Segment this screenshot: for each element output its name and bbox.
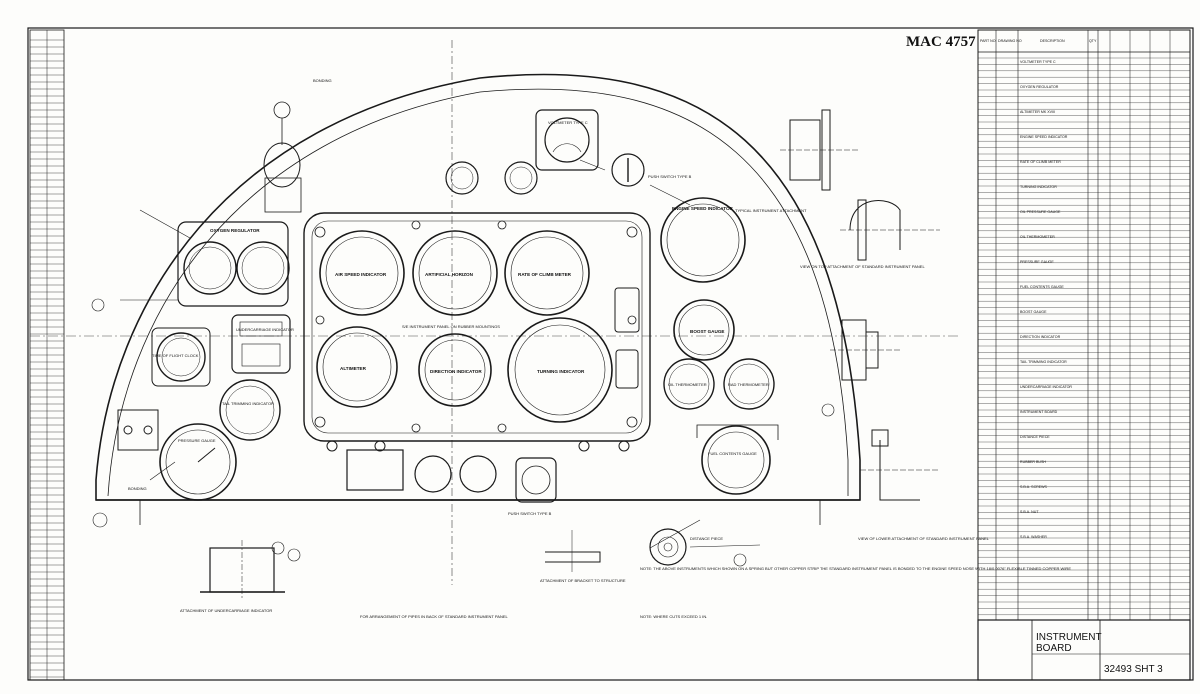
- engine-speed-indicator-dial: [660, 197, 746, 283]
- undercarriage-indicator: [231, 314, 291, 374]
- parts-row-description: DISTANCE PIECE: [1020, 435, 1050, 439]
- blind-flying-panel-outline: [303, 212, 651, 442]
- time-of-flight-clock: [151, 327, 211, 387]
- boost-gauge-dial: [673, 299, 735, 361]
- distance-piece-detail: [649, 528, 687, 566]
- panel-mounting-screws: [314, 220, 638, 433]
- label-oxygen-regulator: OXYGEN REGULATOR: [210, 228, 260, 233]
- label-voltmeter: VOLTMETER TYPE C: [548, 120, 588, 125]
- parts-list-table: [977, 29, 1191, 621]
- top-attachment-section: [840, 199, 940, 261]
- leader-lines: [91, 159, 835, 567]
- parts-row-description: PRESSURE GAUGE: [1020, 260, 1054, 264]
- drawing-frame: [27, 27, 1194, 681]
- label-direction: DIRECTION INDICATOR: [430, 369, 482, 374]
- label-tail-trimming: TAIL TRIMMING INDICATOR: [222, 401, 274, 406]
- parts-col-description: DESCRIPTION: [1040, 39, 1065, 43]
- label-bonding-top: BONDING: [313, 78, 332, 83]
- parts-row-description: S.B.A. NUT: [1020, 510, 1039, 514]
- parts-col-qty: QTY: [1089, 39, 1097, 43]
- label-undercarriage: UNDERCARRIAGE INDICATOR: [236, 327, 294, 332]
- oil-thermometer-dial: [663, 358, 715, 410]
- note-main: NOTE: THE ABOVE INSTRUMENTS WHICH SHOWN …: [640, 566, 1071, 571]
- turning-indicator-dial: [507, 317, 613, 423]
- lower-attachment-section: [860, 429, 940, 501]
- instrument-board-outline: [30, 40, 960, 585]
- label-air-speed: AIR SPEED INDICATOR: [335, 272, 387, 277]
- parts-row-description: RATE OF CLIMB METER: [1020, 160, 1061, 164]
- tail-trimming-indicator: [219, 379, 281, 441]
- parts-row-description: ENGINE SPEED INDICATOR: [1020, 135, 1068, 139]
- label-push-switch-right: PUSH SWITCH TYPE B: [648, 174, 692, 179]
- label-oil-thermometer: OIL THERMOMETER: [668, 382, 707, 387]
- rubber-mounting-section: [830, 319, 900, 381]
- label-pressure-gauge: PRESSURE GAUGE: [178, 438, 216, 443]
- parts-row-description: FUEL CONTENTS GAUGE: [1020, 285, 1064, 289]
- rate-of-climb-dial: [504, 230, 590, 316]
- rad-thermometer-dial: [723, 358, 775, 410]
- label-engine-speed: ENGINE SPEED INDICATOR: [672, 206, 734, 211]
- fuel-cock-handle: [263, 101, 302, 213]
- parts-row-description: VOLTMETER TYPE C: [1020, 60, 1056, 64]
- caption-view-lower: VIEW OF LOWER ATTACHMENT OF STANDARD INS…: [858, 536, 990, 541]
- air-speed-indicator-dial: [319, 230, 405, 316]
- oxygen-regulator: [177, 221, 290, 307]
- parts-row-description: BOOST GAUGE: [1020, 310, 1047, 314]
- dimmer-switch: [611, 153, 645, 187]
- parts-row-description: UNDERCARRIAGE INDICATOR: [1020, 385, 1072, 389]
- drawing-number: MAC 4757: [906, 34, 976, 50]
- label-fuel-contents: FUEL CONTENTS GAUGE: [708, 451, 757, 456]
- caption-typical: TYPICAL INSTRUMENT ATTACHMENT: [735, 208, 807, 213]
- fuel-contents-gauge-dial: [696, 424, 779, 495]
- label-bonding-bottom: BONDING: [128, 486, 147, 491]
- parts-row-description: S.B.A. WASHER: [1020, 535, 1047, 539]
- label-rate-of-climb: RATE OF CLIMB METER: [518, 272, 572, 277]
- parts-row-description: OXYGEN REGULATOR: [1020, 85, 1059, 89]
- parts-col-drawing-no: DRAWING NO: [998, 39, 1022, 43]
- label-altimeter: ALTIMETER: [340, 366, 367, 371]
- artificial-horizon-dial: [412, 230, 498, 316]
- note-cuts: NOTE: WHERE CUTS EXCEED 1 IN.: [640, 614, 707, 619]
- caption-uc-attachment: ATTACHMENT OF UNDERCARRIAGE INDICATOR: [180, 608, 272, 613]
- title-line-1: INSTRUMENT: [1036, 632, 1102, 643]
- label-distance-piece: DISTANCE PIECE: [690, 536, 723, 541]
- label-push-switch: PUSH SWITCH TYPE B: [508, 511, 552, 516]
- magneto-switches: [445, 161, 538, 195]
- small-fittings: [326, 287, 640, 503]
- label-artificial-horizon: ARTIFICIAL HORIZON: [425, 272, 474, 277]
- parts-row-description: OIL PRESSURE GAUGE: [1020, 210, 1061, 214]
- label-boost-gauge: BOOST GAUGE: [690, 329, 724, 334]
- pressure-gauge: [159, 423, 237, 501]
- voltmeter: [535, 109, 599, 171]
- caption-bracket: ATTACHMENT OF BRACKET TO STRUCTURE: [540, 578, 626, 583]
- parts-col-part-no: PART NO: [980, 39, 996, 43]
- typical-attachment-section: [780, 109, 860, 191]
- label-blind-flying-panel: S/E INSTRUMENT PANEL ON RUBBER MOUNTINGS: [402, 324, 500, 329]
- title-block: [977, 619, 1191, 681]
- altimeter-dial: [316, 326, 398, 408]
- label-rad-thermometer: RAD THERMOMETER: [728, 382, 769, 387]
- title-line-2: BOARD: [1036, 643, 1072, 654]
- parts-row-description: ALTIMETER MK XVIII: [1020, 110, 1055, 114]
- label-time-of-flight: TIME OF FLIGHT CLOCK: [152, 353, 199, 358]
- parts-row-description: OIL THERMOMETER: [1020, 235, 1055, 239]
- switch-block-left: [117, 409, 159, 451]
- parts-row-description: TURNING INDICATOR: [1020, 185, 1057, 189]
- note-arrangement: FOR ARRANGEMENT OF PIPES IN BACK OF STAN…: [360, 614, 509, 619]
- parts-row-description: DIRECTION INDICATOR: [1020, 335, 1061, 339]
- left-revision-column: [29, 29, 65, 681]
- bracket-detail-mid: [545, 530, 601, 572]
- parts-row-description: TAIL TRIMMING INDICATOR: [1020, 360, 1067, 364]
- caption-view-top: VIEW ON TOP ATTACHMENT OF STANDARD INSTR…: [800, 264, 925, 269]
- sheet-ref: 32493 SHT 3: [1104, 664, 1163, 675]
- direction-indicator-dial: [418, 333, 492, 407]
- label-turning: TURNING INDICATOR: [537, 369, 585, 374]
- parts-row-description: S.B.A. SCREWS: [1020, 485, 1048, 489]
- parts-row-description: RUBBER BUSH: [1020, 460, 1046, 464]
- parts-row-description: INSTRUMENT BOARD: [1020, 410, 1058, 414]
- uc-attachment-detail: [200, 540, 285, 600]
